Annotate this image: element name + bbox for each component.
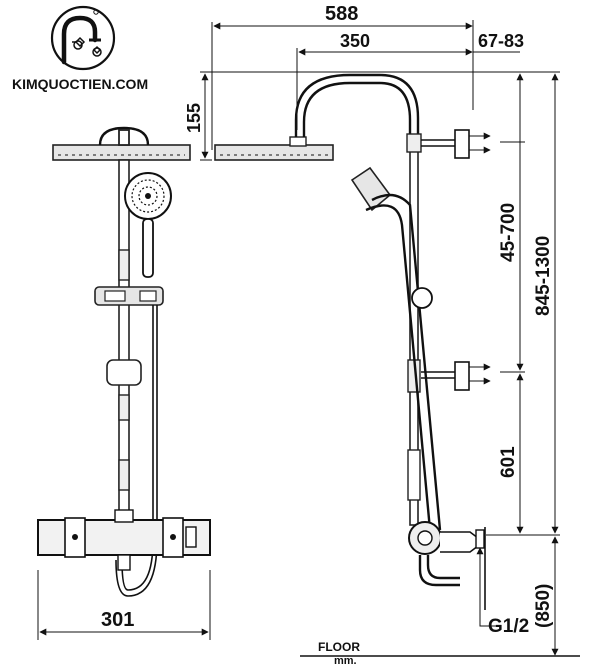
- floor-label: FLOOR: [318, 640, 360, 654]
- dim-front-width: 301: [101, 609, 134, 631]
- rain-shower-head: [52, 144, 191, 161]
- side-view: 588 350 67-83 155: [184, 3, 580, 665]
- hand-shower-side: [350, 166, 442, 531]
- brand-logo: KIMQUOCTIEN.COM: [12, 5, 148, 92]
- thermostatic-mixer-side: [408, 521, 485, 587]
- brand-website: KIMQUOCTIEN.COM: [12, 76, 148, 92]
- dim-valve-height: (850): [533, 584, 554, 628]
- hand-shower-head: [124, 172, 172, 278]
- dim-head-reach: 350: [340, 31, 370, 51]
- dim-valve-to-inlet: 601: [498, 446, 519, 478]
- dim-wall-offset: 67-83: [478, 31, 524, 51]
- dim-overall-width: 588: [325, 3, 358, 25]
- floor-unit: mm.: [334, 655, 357, 665]
- rain-head-side: [214, 144, 334, 161]
- dim-total-height: 845-1300: [533, 236, 554, 316]
- front-view: 301: [37, 126, 211, 640]
- dim-inlet-spacing: 45-700: [498, 203, 519, 262]
- faucet-flower-logo-icon: [50, 5, 116, 71]
- thermostatic-mixer-front: [37, 509, 211, 571]
- dim-connection: G1/2: [488, 616, 529, 637]
- dim-head-drop: 155: [184, 103, 204, 133]
